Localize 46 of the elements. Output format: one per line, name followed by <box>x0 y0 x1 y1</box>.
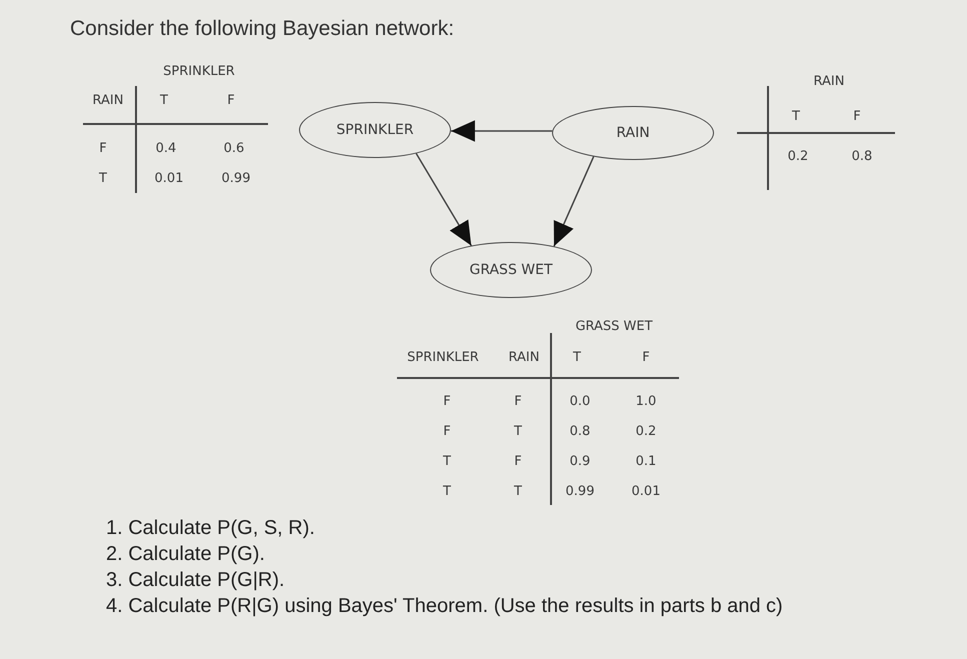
table-header: RAIN <box>508 349 540 367</box>
question-text: 2. Calculate P(G). <box>106 542 265 566</box>
question-text: 1. Calculate P(G, S, R). <box>106 516 315 540</box>
table-header: RAIN <box>92 92 124 110</box>
table-value: 0.2 <box>634 423 658 441</box>
table-value: F <box>513 453 523 471</box>
table-value: F <box>98 140 108 158</box>
arrow <box>416 153 472 246</box>
table-value: 0.01 <box>630 483 662 501</box>
table-value: 0.2 <box>786 148 810 166</box>
table-value: 0.9 <box>568 453 592 471</box>
table-header: T <box>159 92 169 110</box>
table-value: T <box>98 170 108 188</box>
table-value: 1.0 <box>634 393 658 411</box>
table-value: F <box>442 423 452 441</box>
table-header: RAIN <box>812 73 846 91</box>
table-header: F <box>641 349 651 367</box>
table-value: T <box>442 453 452 471</box>
table-header: SPRINKLER <box>406 349 480 367</box>
table-value: T <box>442 483 452 501</box>
title: Consider the following Bayesian network: <box>70 16 454 42</box>
question-text: 4. Calculate P(R|G) using Bayes' Theorem. (Use the results in parts b and c) <box>106 594 783 618</box>
table-value: 0.99 <box>220 170 252 188</box>
table-header: SPRINKLER <box>162 63 236 81</box>
table-value: T <box>513 423 523 441</box>
table-value: 0.8 <box>568 423 592 441</box>
table-value: 0.1 <box>634 453 658 471</box>
variable-ellipse: SPRINKLER <box>299 102 451 158</box>
table-value: 0.01 <box>154 170 184 188</box>
arrow <box>553 156 594 247</box>
table-header: F <box>226 92 236 110</box>
table-header: GRASS WET <box>574 318 654 336</box>
variable-ellipse: RAIN <box>552 106 714 160</box>
table-value: 0.6 <box>222 140 246 158</box>
table-value: T <box>513 483 523 501</box>
table-value: F <box>442 393 452 411</box>
table-value: 0.4 <box>154 140 178 158</box>
table-header: F <box>852 108 862 126</box>
table-value: 0.8 <box>850 148 874 166</box>
table-header: T <box>791 108 801 126</box>
arrow <box>450 120 552 142</box>
table-value: 0.99 <box>564 483 596 501</box>
table-value: 0.0 <box>568 393 592 411</box>
variable-ellipse: GRASS WET <box>430 242 592 298</box>
table-value: F <box>513 393 523 411</box>
question-text: 3. Calculate P(G|R). <box>106 568 285 592</box>
